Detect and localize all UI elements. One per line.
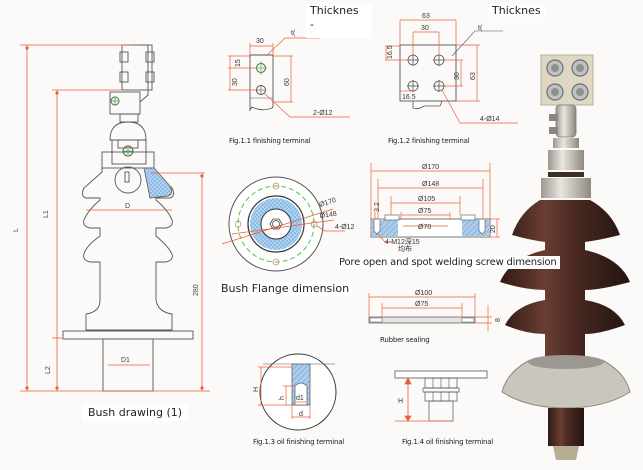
fig13-caption: Fig.1.3 oil finishing terminal [253, 438, 345, 446]
fig11-thickness-suffix: - [310, 18, 314, 31]
flange-caption: Bush Flange dimension [218, 281, 353, 296]
pore-dim-75: Ø75 [418, 208, 431, 215]
fig11-t-label: t( [291, 30, 296, 37]
fig-1-4-drawing [394, 370, 488, 422]
bush-dimension-lines [20, 44, 210, 392]
pore-dim-screws: 4-M12深15 [385, 237, 420, 246]
dimension-text: L L1 L2 D D1 280 30 15 30 60 t( 2-Ø12 63… [13, 13, 502, 418]
fig11-caption: Fig.1.1 finishing terminal [229, 137, 311, 145]
fig11-dim-holes: 2-Ø12 [313, 110, 333, 117]
fig12-dim-top: 16.5 [387, 45, 394, 59]
fig-1-1-drawing [228, 37, 350, 118]
dim-L: L [13, 228, 20, 232]
fig12-dim-side: 16.5 [402, 94, 416, 101]
fig12-thickness-label: Thicknes [488, 4, 545, 17]
fig11-dim-top: 15 [235, 59, 242, 67]
fig12-dim-width: 63 [422, 13, 430, 20]
rubber-sealing-drawing [368, 293, 492, 331]
dim-L2: L2 [45, 366, 52, 374]
bush-drawing [62, 44, 194, 392]
fig12-caption: Fig.1.2 finishing terminal [388, 137, 470, 145]
terminal-pad [121, 44, 153, 91]
dim-280: 280 [193, 284, 200, 296]
fig11-dim-width: 30 [256, 38, 264, 45]
fig13-dim-d: d [299, 411, 303, 418]
bush-drawing-caption: Bush drawing (1) [82, 404, 189, 421]
fig12-dim-holes: 4-Ø14 [480, 116, 500, 123]
pore-dim-screws-note: 均布 [398, 244, 412, 253]
rubber-dim-outer: Ø100 [415, 290, 432, 297]
rubber-sealing-caption: Rubber sealing [380, 336, 430, 344]
pore-dim-70: Ø70 [418, 224, 431, 231]
fig13-dim-H: H [253, 387, 260, 392]
fig14-caption: Fig.1.4 oil finishing terminal [402, 438, 494, 446]
dim-D: D [125, 203, 130, 210]
pore-open-caption: Pore open and spot welding screw dimensi… [336, 256, 560, 269]
dim-L1: L1 [43, 210, 50, 218]
rubber-dim-inner: Ø75 [415, 301, 428, 308]
fig13-dim-h: h [279, 396, 286, 400]
bushing-photo [500, 54, 631, 460]
fig13-dim-d1: d1 [296, 395, 304, 402]
flange-drawing [221, 176, 345, 272]
pore-dim-thickness: 20 [490, 225, 497, 233]
rubber-dim-thickness: 8 [495, 318, 502, 322]
pore-open-drawing [370, 163, 500, 243]
fig14-dim-H: H [398, 398, 403, 405]
fig11-dim-height: 60 [284, 78, 291, 86]
pore-dim-170: Ø170 [422, 164, 439, 171]
fig12-t-label: t( [478, 25, 483, 32]
fig12-dim-spacing-x: 30 [421, 25, 429, 32]
pore-dim-148: Ø148 [422, 181, 439, 188]
flange-dim-outer: Ø170 [318, 197, 337, 209]
flange-dim-bolt-circle: Ø148 [319, 211, 337, 220]
fig11-thickness-box: Thicknes - [306, 4, 372, 38]
fig11-thickness-label: Thicknes [310, 4, 359, 17]
fig11-dim-spacing: 30 [232, 78, 239, 86]
dim-D1: D1 [121, 357, 130, 364]
fig-1-2-drawing [385, 19, 518, 124]
fig-1-3-drawing [258, 353, 337, 431]
fig12-dim-spacing-y: 30 [454, 72, 461, 80]
pore-dim-105: Ø105 [418, 196, 435, 203]
pore-dim-depth: 3.2 [374, 202, 381, 212]
flange-dim-holes: 4-Ø12 [335, 224, 355, 231]
fig12-dim-height: 63 [470, 72, 477, 80]
